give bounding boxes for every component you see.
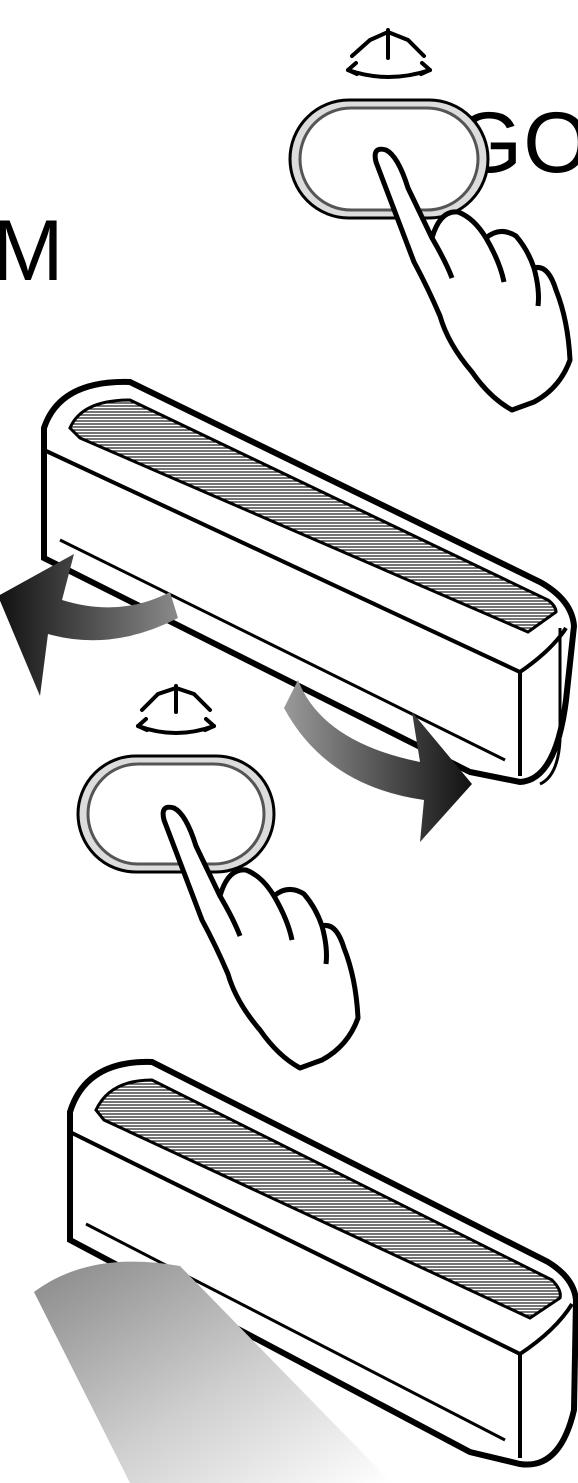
swing-icon-top: [348, 30, 430, 77]
swing-icon-middle: [138, 686, 214, 733]
